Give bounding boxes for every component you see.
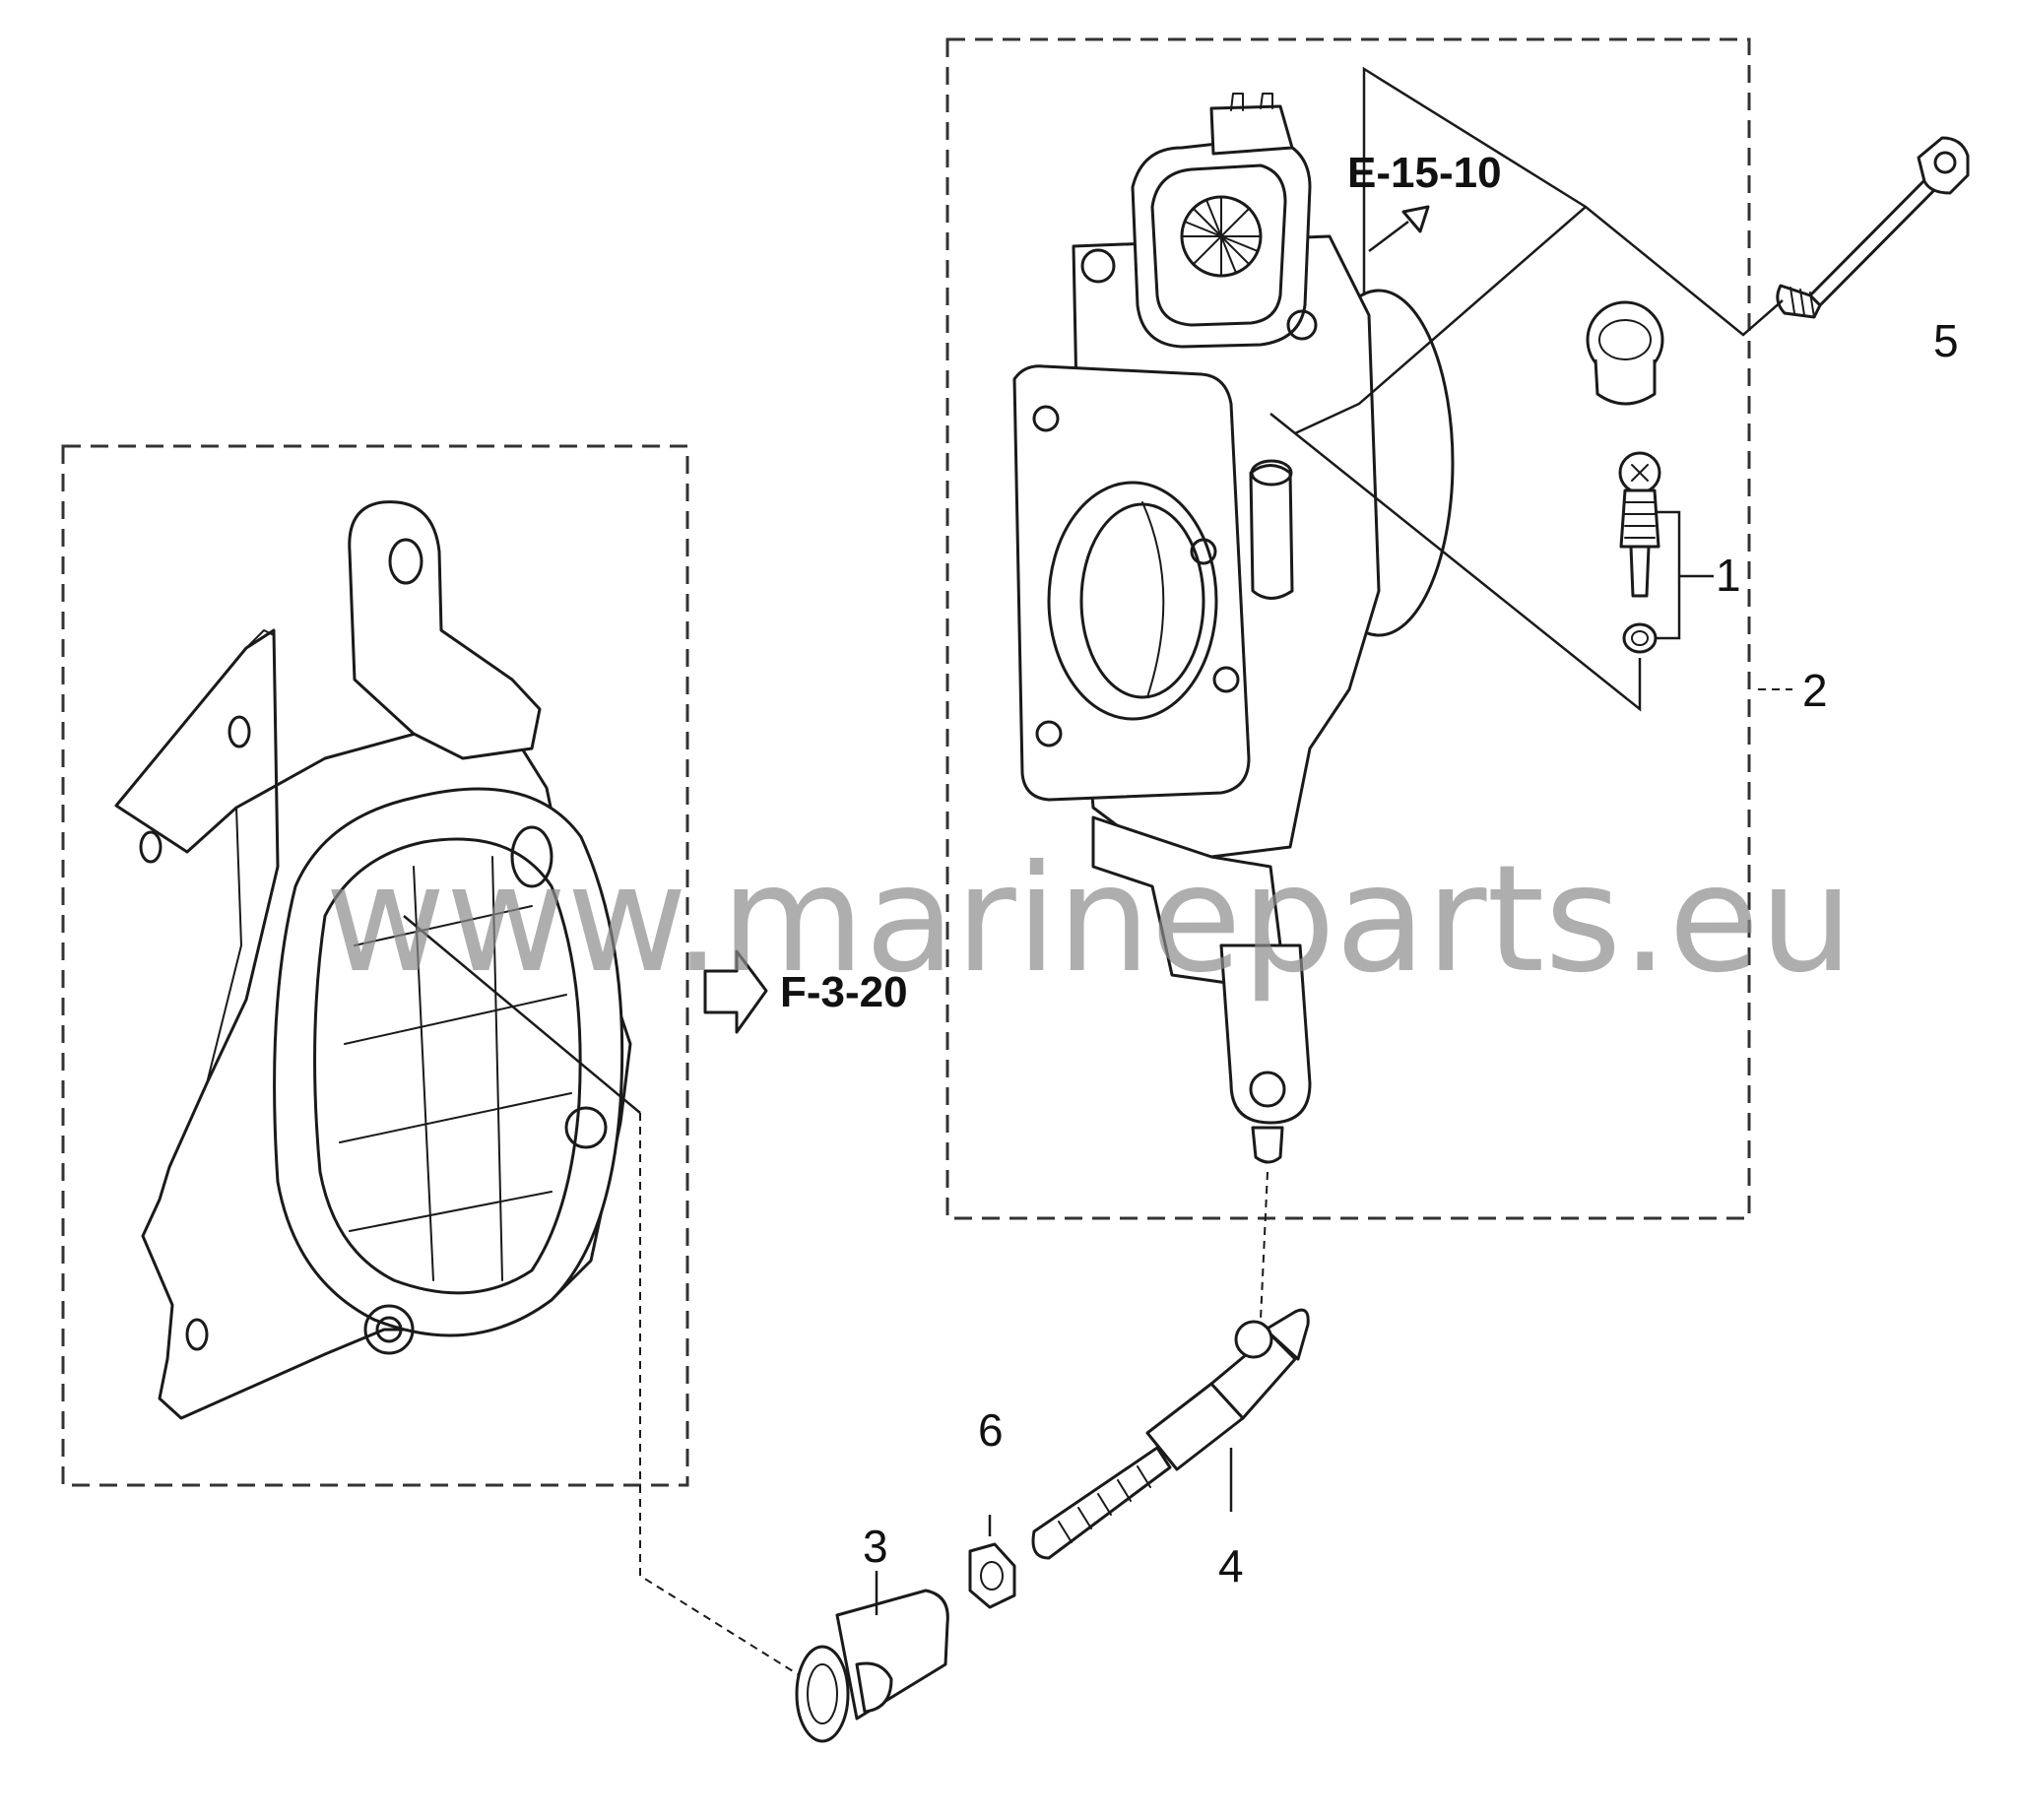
reference-arrow: [703, 949, 768, 1034]
rubber-cap-drawing: [1586, 300, 1664, 406]
callout-4: 4: [1218, 1540, 1244, 1592]
bracket-housing-drawing: [114, 500, 632, 1420]
watermark: www.marineparts.eu: [325, 834, 1854, 1006]
reference-label-upper: E-15-10: [1347, 149, 1502, 197]
callout-2: 2: [1802, 665, 1828, 716]
throttle-body-drawing: [1012, 93, 1455, 1164]
nut-drawing: [968, 1542, 1016, 1609]
link-rod-drawing: [1031, 1308, 1310, 1560]
callout-3: 3: [863, 1521, 888, 1572]
leader-lines: [403, 66, 1792, 1675]
callout-6: 6: [978, 1404, 1004, 1456]
screw-set-drawing: [1618, 451, 1661, 654]
callout-5: 5: [1933, 315, 1959, 366]
ball-joint-drawing: [795, 1589, 949, 1743]
assembly-group-box-left: [61, 444, 689, 1487]
callout-1: 1: [1716, 550, 1741, 601]
assembly-group-box-right: [945, 37, 1751, 1220]
reference-label-left: F-3-20: [780, 968, 908, 1016]
bolt-drawing: [1776, 136, 1970, 319]
